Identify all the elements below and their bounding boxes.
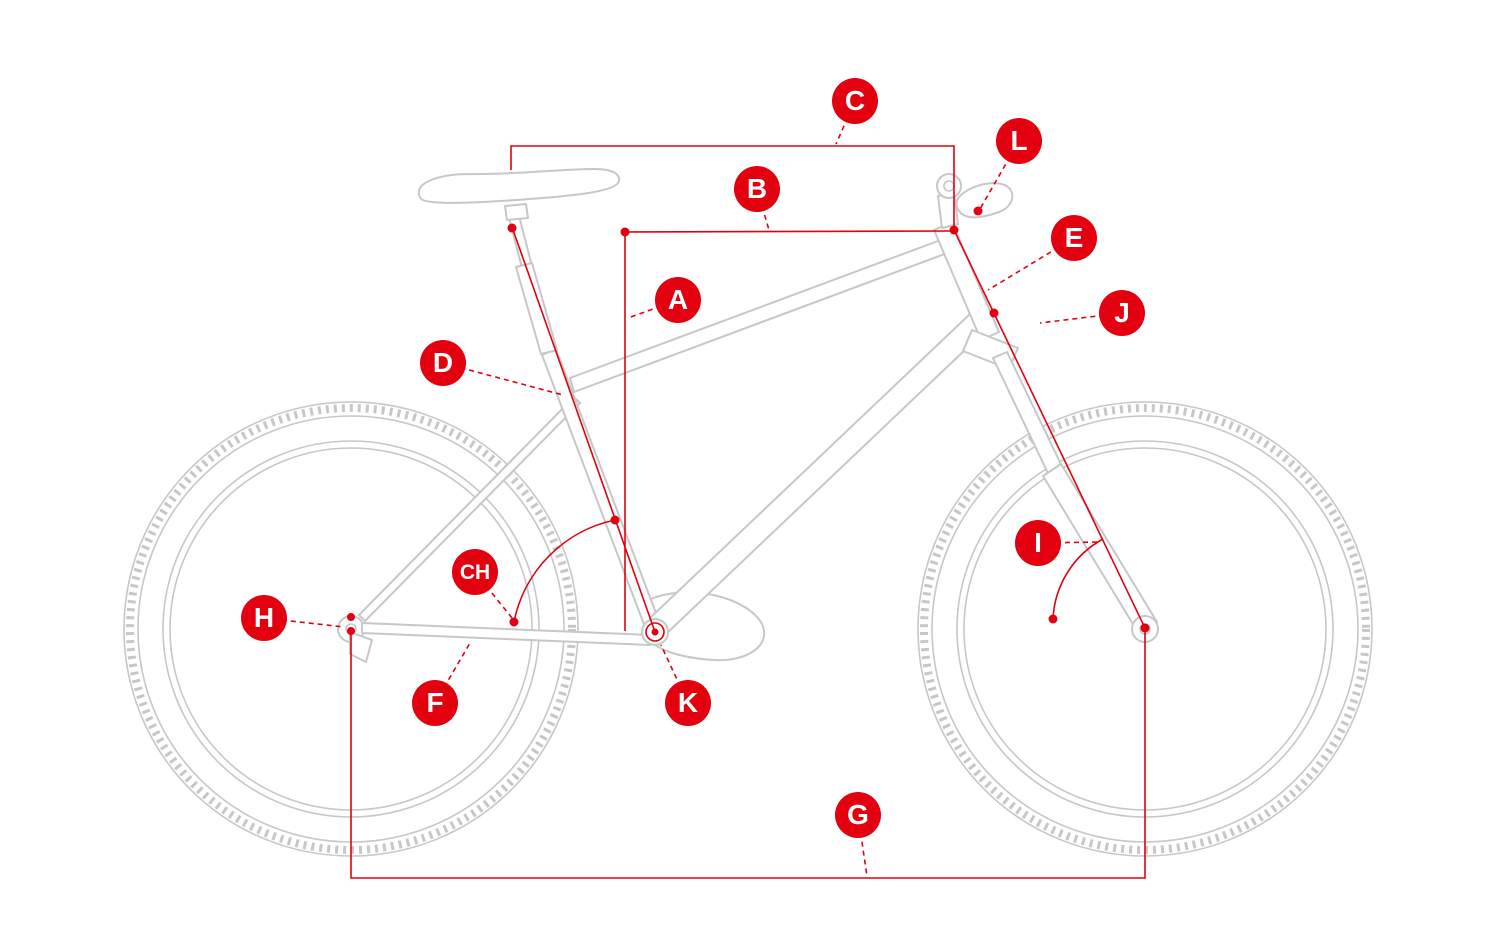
seat-stay (358, 396, 581, 622)
label-badge-e: E (1051, 215, 1097, 261)
label-badge-i: I (1015, 520, 1061, 566)
measure-dot-seatpost (507, 223, 517, 233)
leader-c (835, 100, 856, 145)
tire-tread (920, 404, 1370, 854)
measure-arc-i (1052, 538, 1104, 620)
measure-dot-chainstay (509, 617, 519, 627)
measure-dot-headset (973, 206, 983, 216)
measurement-overlay (263, 100, 1150, 879)
measure-dot-i-arc (1048, 614, 1058, 624)
measure-dot-front-axle (1140, 623, 1150, 633)
label-badge-d: D (420, 340, 466, 386)
rear-derailleur (349, 631, 373, 663)
seatpost-collar (515, 262, 558, 355)
label-badge-h: H (241, 595, 287, 641)
top-tube (569, 237, 951, 393)
saddle-clamp (504, 203, 529, 221)
label-badge-a: A (655, 277, 701, 323)
measure-line-g (350, 629, 1146, 879)
label-badge-k: K (665, 680, 711, 726)
label-badge-g: G (835, 792, 881, 838)
handlebar-end (936, 173, 962, 199)
measure-dot-fork-crown (989, 308, 999, 318)
measure-ring-k (645, 622, 665, 642)
measure-dot-head-top (949, 225, 959, 235)
chain-stay (361, 622, 651, 646)
measure-line-c (510, 145, 955, 230)
label-badge-b: B (734, 166, 780, 212)
measure-line-d (511, 226, 656, 633)
measure-line-b (624, 230, 951, 233)
brake-lever-cluster (955, 182, 1014, 219)
label-badge-ch: CH (452, 549, 498, 595)
leader-e (987, 237, 1075, 291)
label-badge-f: F (412, 680, 458, 726)
measure-dot-seat-tube (610, 515, 620, 525)
measure-arc-ch (513, 519, 616, 623)
label-badge-j: J (1099, 290, 1145, 336)
label-badge-c: C (832, 78, 878, 124)
tire-tread (126, 404, 576, 854)
measure-dot-b-left (620, 227, 630, 237)
label-badge-l: L (996, 118, 1042, 164)
bike-frame (349, 168, 1159, 663)
measure-dot-bb (651, 628, 659, 636)
measure-line-steering-axis (953, 229, 1146, 629)
measure-dot-rear-axle-top (347, 613, 355, 621)
measure-dot-rear-axle (347, 627, 355, 635)
saddle (417, 168, 620, 204)
